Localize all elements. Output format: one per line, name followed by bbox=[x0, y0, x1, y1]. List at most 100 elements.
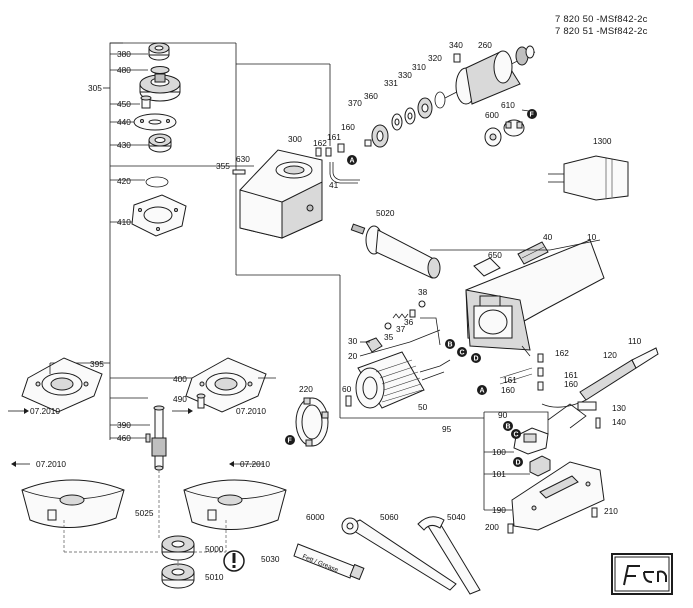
part-600-bearing bbox=[484, 127, 502, 147]
callout-340: 340 bbox=[449, 40, 463, 50]
callout-410: 410 bbox=[117, 217, 131, 227]
callout-37: 37 bbox=[396, 324, 406, 334]
callout-161: 161 bbox=[327, 132, 341, 142]
part-420-circlip bbox=[145, 176, 169, 188]
part-340-clip bbox=[453, 53, 461, 63]
part-5020-side-handle bbox=[350, 223, 441, 279]
part-5025-guard bbox=[21, 479, 125, 528]
part-450-screw bbox=[140, 95, 152, 109]
part-5010-clamp-nut bbox=[161, 563, 195, 589]
marker-b-lower: B bbox=[503, 421, 513, 431]
part-100-switch bbox=[513, 427, 549, 455]
callout-160: 160 bbox=[341, 122, 355, 132]
callout-101: 101 bbox=[492, 469, 506, 479]
part-460-key bbox=[145, 433, 151, 443]
callout-5010: 5010 bbox=[205, 572, 224, 582]
callout-400: 400 bbox=[173, 374, 187, 384]
callout-07-2010-left: 07.2010 bbox=[30, 406, 60, 416]
callout-07-2010-lower-right: 07.2010 bbox=[240, 459, 270, 469]
callout-41: 41 bbox=[329, 180, 339, 190]
svg-text:B: B bbox=[448, 342, 453, 349]
callout-30: 30 bbox=[348, 336, 358, 346]
marker-d-lower: D bbox=[513, 457, 523, 467]
part-331-330-310-320-rings bbox=[391, 91, 446, 131]
part-260-armature bbox=[444, 45, 536, 105]
callout-140: 140 bbox=[612, 417, 626, 427]
callout-161-left: 161 bbox=[503, 375, 517, 385]
callout-420: 420 bbox=[117, 176, 131, 186]
callout-07-2010-lower-left: 07.2010 bbox=[36, 459, 66, 469]
callout-5030: 5030 bbox=[261, 554, 280, 564]
callout-600: 600 bbox=[485, 110, 499, 120]
part-60-screw bbox=[345, 395, 352, 407]
callout-310: 310 bbox=[412, 62, 426, 72]
svg-text:A: A bbox=[350, 158, 355, 165]
marker-a-lower: A bbox=[477, 385, 487, 395]
part-110-120-cable bbox=[541, 347, 659, 408]
callout-300: 300 bbox=[288, 134, 302, 144]
svg-text:B: B bbox=[506, 424, 511, 431]
brand-logo-icon bbox=[611, 553, 673, 595]
callout-395: 395 bbox=[90, 359, 104, 369]
part-395-flange bbox=[21, 357, 103, 413]
part-370-bevel-gear bbox=[371, 124, 389, 148]
callout-460: 460 bbox=[117, 433, 131, 443]
callout-100: 100 bbox=[492, 447, 506, 457]
part-160-162-screws bbox=[315, 143, 345, 157]
left-bracket-lines bbox=[50, 42, 340, 440]
marker-c-lower: C bbox=[511, 429, 521, 439]
callout-220: 220 bbox=[299, 384, 313, 394]
part-220-baffle-ring bbox=[295, 397, 329, 447]
part-5040-spanner bbox=[417, 516, 481, 595]
callout-6000: 6000 bbox=[306, 512, 325, 522]
callout-5000: 5000 bbox=[205, 544, 224, 554]
document-code-2: 7 820 51 -MSf842-2c bbox=[555, 26, 648, 37]
warning-icon bbox=[223, 550, 245, 572]
part-6000-grease-tube: Fett / Grease bbox=[293, 543, 365, 581]
callout-480: 480 bbox=[117, 65, 131, 75]
callout-305: 305 bbox=[88, 83, 102, 93]
svg-text:D: D bbox=[474, 356, 479, 363]
part-300-gear-housing bbox=[232, 149, 323, 239]
part-161-160-screws-right bbox=[499, 353, 544, 391]
part-390-spindle bbox=[151, 405, 167, 471]
part-5030-guard bbox=[183, 479, 287, 530]
callout-260: 260 bbox=[478, 40, 492, 50]
part-5000-flange-nut bbox=[161, 535, 195, 561]
callout-610: 610 bbox=[501, 100, 515, 110]
part-430-bearing bbox=[148, 133, 172, 153]
callout-355: 355 bbox=[216, 161, 230, 171]
part-400-flange bbox=[185, 357, 267, 413]
dashed-guides bbox=[63, 470, 227, 566]
callout-162-right: 162 bbox=[555, 348, 569, 358]
marker-f-upper: F bbox=[527, 109, 537, 119]
callout-38: 38 bbox=[418, 287, 428, 297]
callout-162: 162 bbox=[313, 138, 327, 148]
callout-5020: 5020 bbox=[376, 208, 395, 218]
part-610-brush-holder bbox=[503, 119, 525, 137]
part-50-stator bbox=[355, 351, 451, 409]
part-41-wire-clip bbox=[329, 162, 360, 184]
callout-210: 210 bbox=[604, 506, 618, 516]
part-101-connector bbox=[529, 455, 551, 477]
svg-text:D: D bbox=[516, 460, 521, 467]
callout-10: 10 bbox=[587, 232, 597, 242]
callout-190: 190 bbox=[492, 505, 506, 515]
callout-450: 450 bbox=[117, 99, 131, 109]
callout-330: 330 bbox=[398, 70, 412, 80]
part-360-spacer bbox=[364, 139, 372, 147]
leader-lines bbox=[49, 63, 601, 511]
marker-b-mid: B bbox=[445, 339, 455, 349]
callout-40: 40 bbox=[543, 232, 553, 242]
callout-630: 630 bbox=[236, 154, 250, 164]
part-35-38-spring-set bbox=[384, 300, 441, 346]
callout-130: 130 bbox=[612, 403, 626, 413]
callout-120: 120 bbox=[603, 350, 617, 360]
svg-text:C: C bbox=[460, 350, 465, 357]
svg-text:A: A bbox=[480, 388, 485, 395]
callout-360: 360 bbox=[364, 91, 378, 101]
callout-440: 440 bbox=[117, 117, 131, 127]
callout-161-right: 161 bbox=[564, 370, 578, 380]
marker-a-upper: A bbox=[347, 155, 357, 165]
